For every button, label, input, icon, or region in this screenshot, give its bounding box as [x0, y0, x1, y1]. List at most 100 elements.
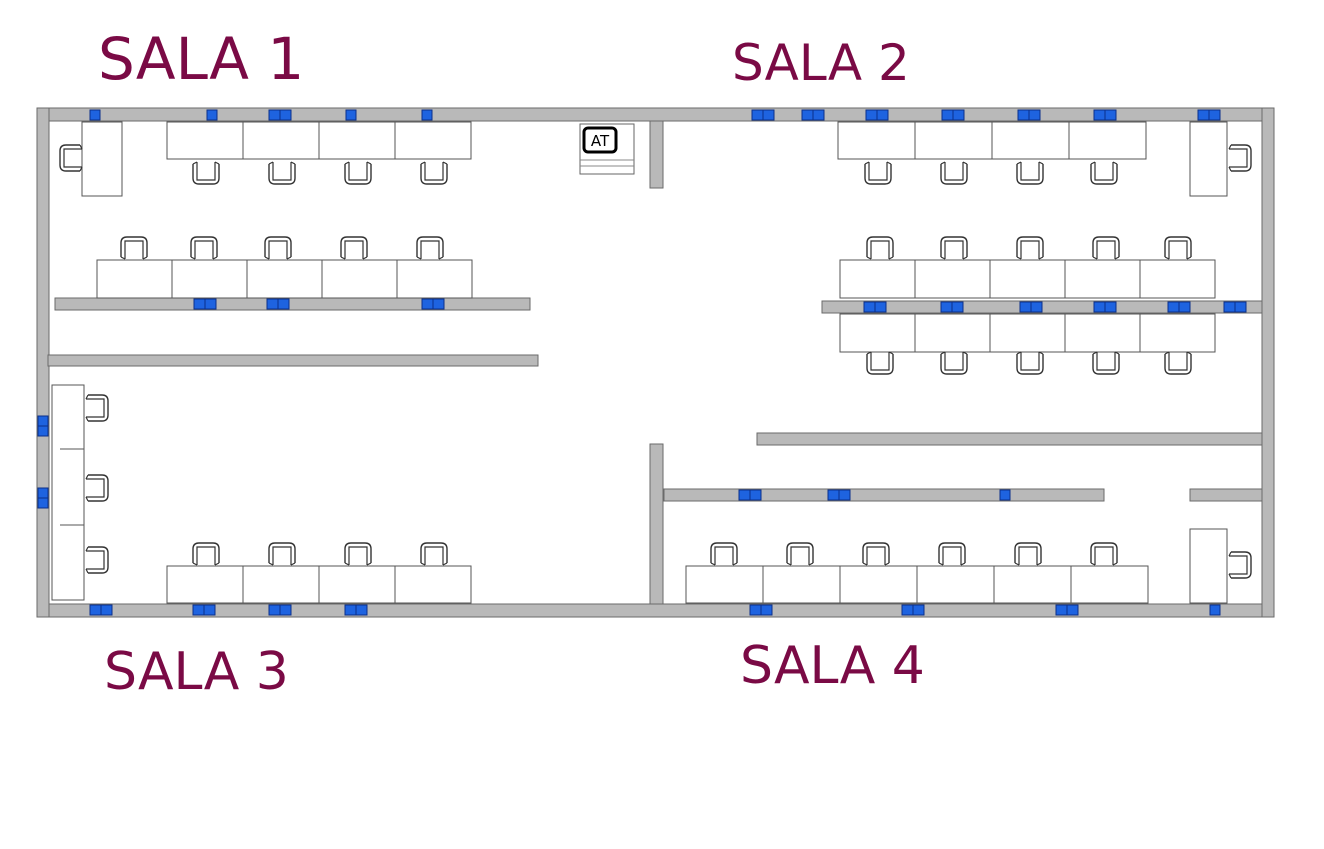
network-outlet [801, 109, 814, 121]
chair-arm [340, 256, 346, 260]
network-outlet [838, 489, 851, 501]
chair [120, 236, 148, 260]
network-outlet [912, 604, 925, 616]
chair-seat [944, 240, 964, 259]
chair-arm [438, 256, 444, 260]
wall [649, 443, 664, 605]
chair-seat [272, 546, 292, 565]
chair-arm [214, 562, 220, 566]
desk [166, 565, 244, 604]
desk [1139, 313, 1216, 353]
chair-seat [1168, 352, 1188, 371]
chair [1092, 236, 1120, 260]
network-outlet [268, 604, 281, 616]
chair-arm [1092, 351, 1098, 355]
chair [59, 144, 83, 172]
desk [96, 259, 173, 299]
desk [839, 259, 916, 299]
network-outlet [940, 301, 953, 313]
desk [246, 259, 323, 299]
desk [685, 565, 764, 604]
chair [1090, 161, 1118, 185]
chair-arm [962, 351, 968, 355]
network-outlet [279, 604, 292, 616]
chair-back [1090, 164, 1118, 185]
network-outlet [89, 604, 102, 616]
chair-seat [124, 240, 144, 259]
network-outlet [1066, 604, 1079, 616]
desk [321, 259, 398, 299]
chair [190, 236, 218, 260]
chair-seat [344, 240, 364, 259]
network-outlet [951, 301, 964, 313]
chair-arm [442, 161, 448, 165]
chair-back [268, 164, 296, 185]
chair-back [940, 236, 968, 257]
wall [649, 120, 664, 189]
chair-arm [1228, 573, 1232, 579]
network-outlet [345, 109, 357, 121]
desk [166, 121, 244, 160]
chair [85, 546, 109, 574]
chair-back [862, 542, 890, 563]
chair-arm [1228, 144, 1232, 150]
chair-back [59, 144, 80, 172]
chair-arm [1228, 551, 1232, 557]
chair-seat [870, 240, 890, 259]
chair-back [1092, 354, 1120, 375]
chair-back [1016, 164, 1044, 185]
network-outlet [863, 301, 876, 313]
chair [940, 161, 968, 185]
chair-seat [714, 546, 734, 565]
chair-seat [268, 240, 288, 259]
chair-seat [424, 162, 444, 181]
network-outlet [999, 489, 1011, 501]
chair-arm [85, 416, 89, 422]
chair [264, 236, 292, 260]
chair-arm [290, 562, 296, 566]
chair [344, 542, 372, 566]
desk [1070, 565, 1149, 604]
at-box-label: AT [591, 132, 610, 150]
room-label-sala-1: SALA 1 [98, 25, 305, 93]
network-outlet [1093, 109, 1106, 121]
network-outlet [1178, 301, 1191, 313]
chair-back [1164, 236, 1192, 257]
network-outlet [1234, 301, 1247, 313]
chair-seat [194, 240, 214, 259]
chair [420, 542, 448, 566]
desk [1064, 313, 1141, 353]
chair-arm [940, 256, 946, 260]
chair-seat [86, 478, 105, 498]
chair-arm [962, 256, 968, 260]
chair-arm [960, 562, 966, 566]
network-outlet [203, 604, 216, 616]
chair-arm [212, 256, 218, 260]
chair-back [1016, 236, 1044, 257]
chair-seat [944, 352, 964, 371]
network-outlet [865, 109, 878, 121]
chair-seat [790, 546, 810, 565]
network-outlet [344, 604, 357, 616]
chair-back [1090, 542, 1118, 563]
network-outlet [1104, 301, 1117, 313]
network-outlet [1197, 109, 1210, 121]
chair-seat [1020, 162, 1040, 181]
network-outlet [206, 109, 218, 121]
network-outlet [1104, 109, 1117, 121]
desk [991, 121, 1070, 160]
network-outlet [874, 301, 887, 313]
network-outlet [193, 298, 206, 310]
network-outlet [421, 109, 433, 121]
desk [1189, 121, 1228, 197]
chair [268, 161, 296, 185]
desk [81, 121, 123, 197]
chair [192, 542, 220, 566]
chair-arm [190, 256, 196, 260]
chair-arm [1090, 562, 1096, 566]
chair-back [1014, 542, 1042, 563]
desk [914, 259, 991, 299]
network-outlet [277, 298, 290, 310]
chair-seat [1096, 352, 1116, 371]
